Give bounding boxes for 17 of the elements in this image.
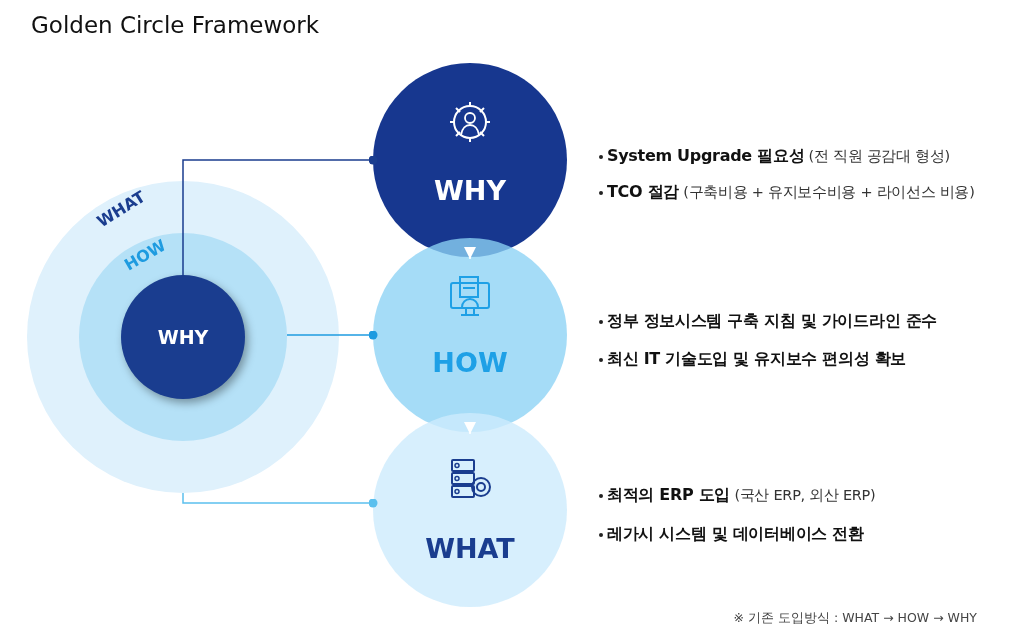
bullet-text: TCO 절감 (구축비용 + 유지보수비용 + 라이선스 비용) — [607, 182, 975, 203]
circle-label: HOW — [432, 346, 508, 378]
bullet-text: 최신 IT 기술도입 및 유지보수 편의성 확보 — [607, 349, 907, 370]
arrow — [464, 247, 476, 260]
connector-line — [286, 330, 378, 340]
connector-line — [182, 492, 378, 508]
arrow — [464, 422, 476, 435]
circle-label: WHY — [157, 326, 209, 348]
title: Golden Circle Framework — [31, 12, 320, 38]
bullet-text: 레가시 시스템 및 데이터베이스 전환 — [607, 524, 864, 545]
bullet-text: System Upgrade 필요성 (전 직원 공감대 형성) — [607, 146, 950, 167]
bullet-text: 최적의 ERP 도입 (국산 ERP, 외산 ERP) — [607, 485, 876, 506]
note: ※ 기존 도입방식 : WHAT → HOW → WHY — [733, 610, 977, 627]
circle-label: WHAT — [425, 532, 515, 564]
connector-line — [182, 155, 378, 276]
bullet-text: 정부 정보시스템 구축 지침 및 가이드라인 준수 — [607, 311, 937, 332]
circle-label: WHY — [434, 174, 506, 206]
